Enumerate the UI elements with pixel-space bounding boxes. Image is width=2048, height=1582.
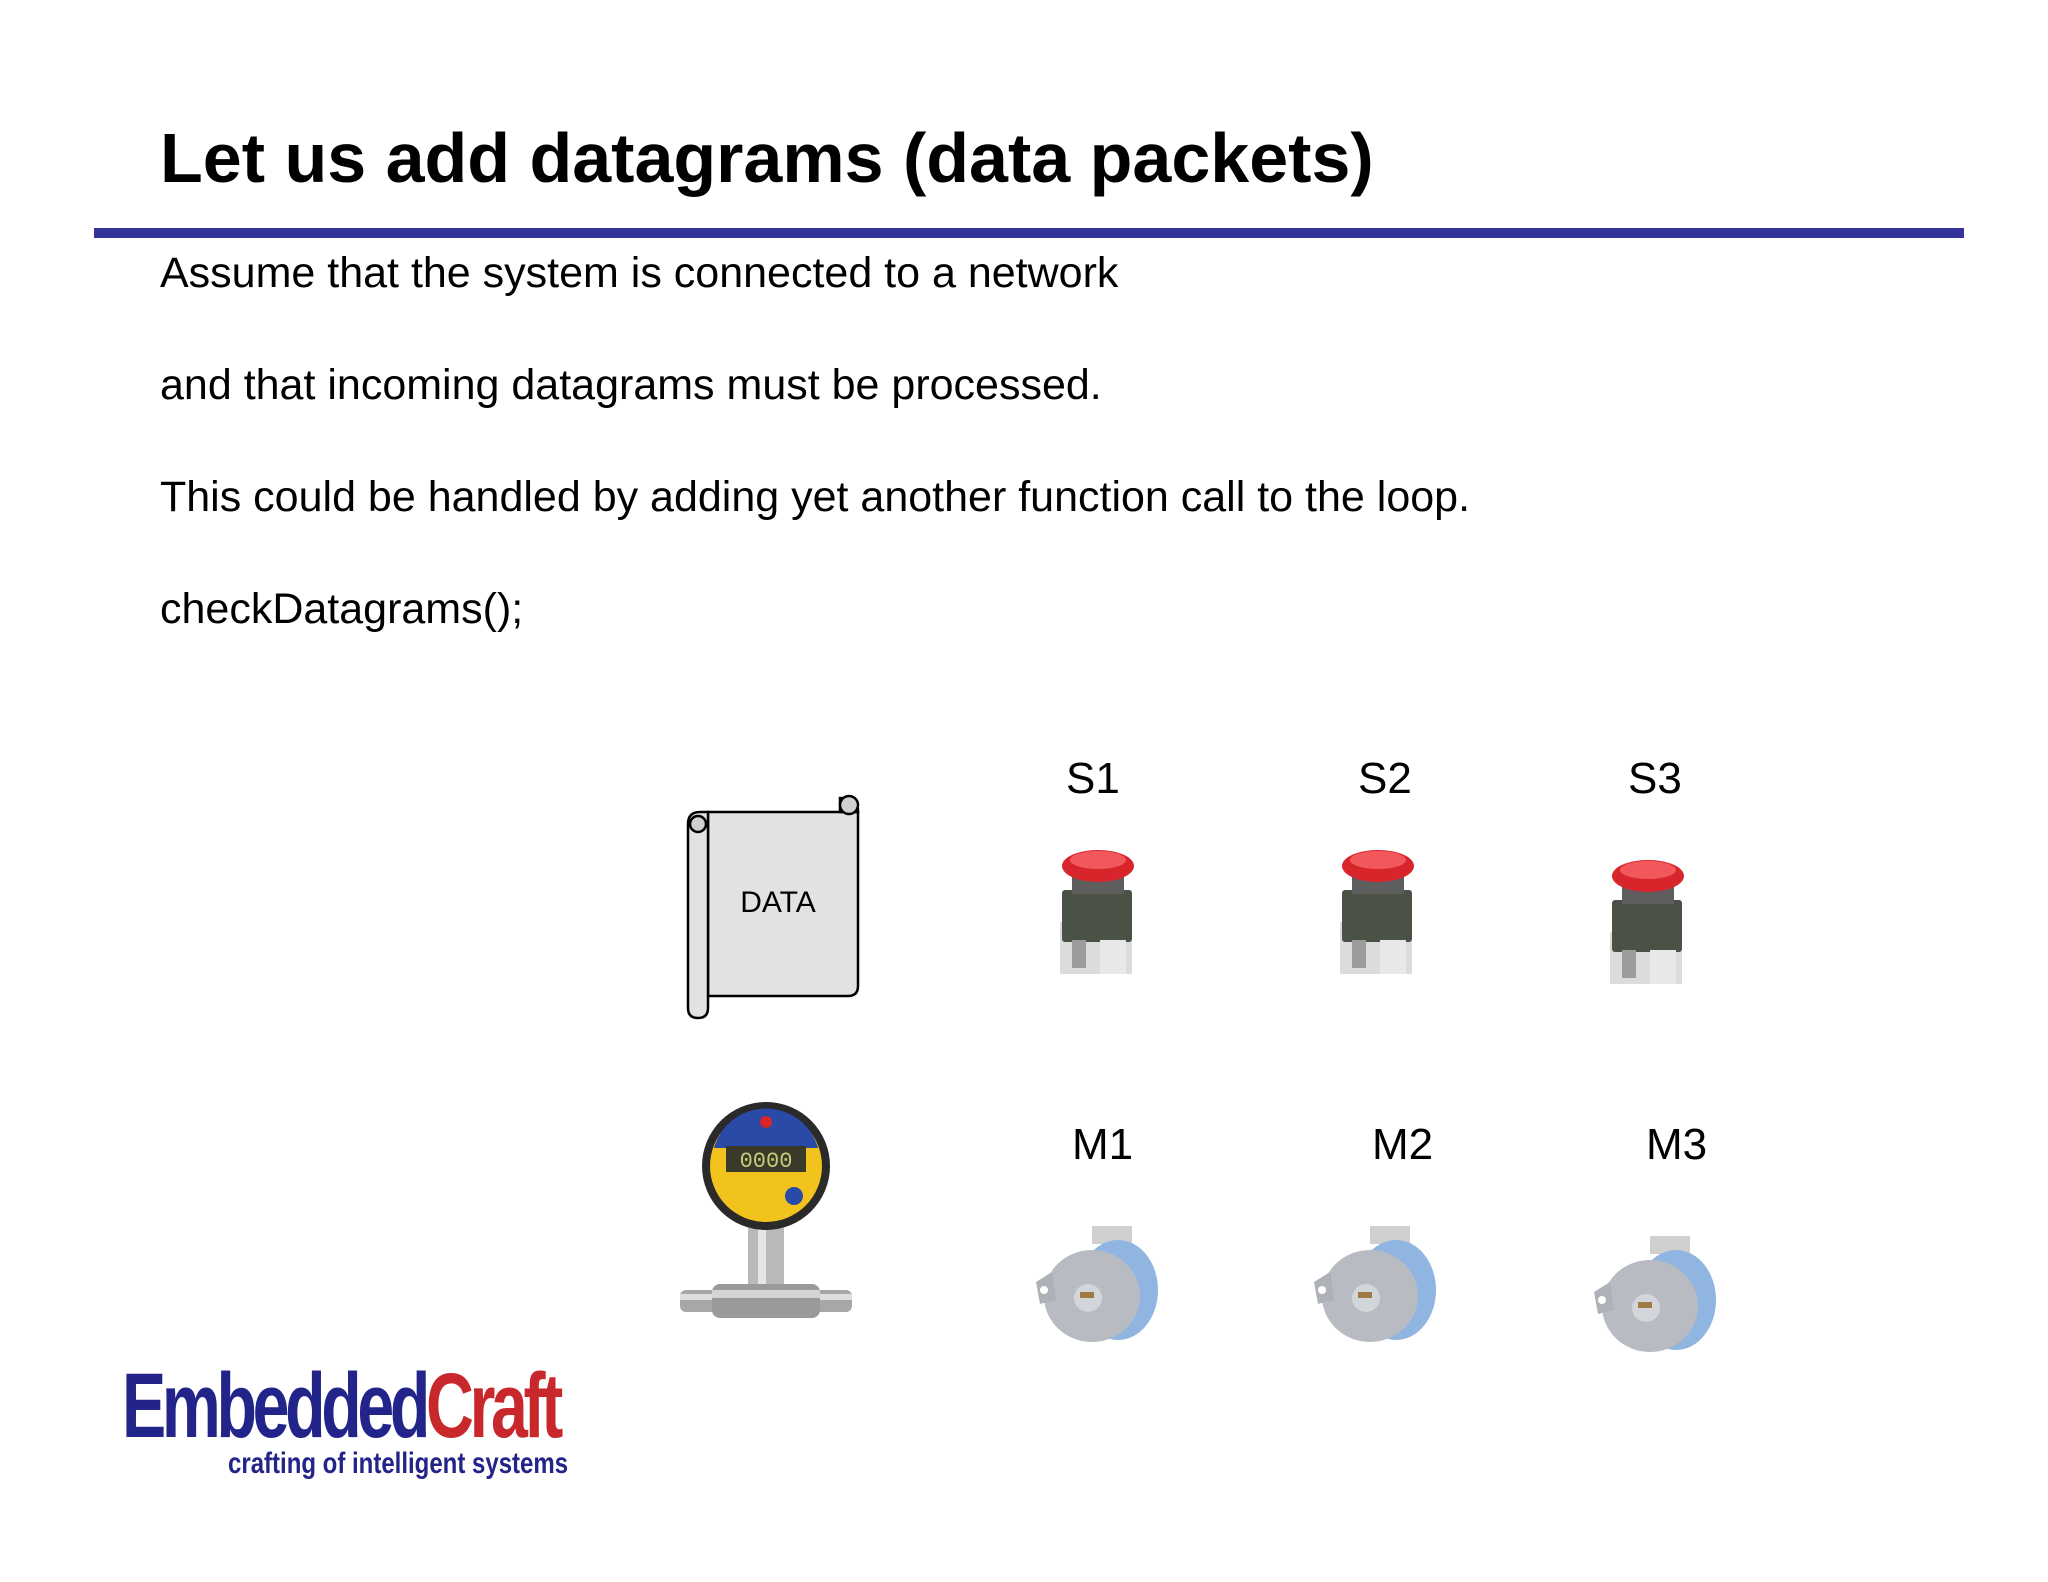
gauge-display: 0000 bbox=[740, 1149, 793, 1174]
logo-part-embedded: Embedded bbox=[122, 1355, 430, 1457]
logo-part-craft: Craft bbox=[426, 1355, 563, 1457]
motor-label-m3: M3 bbox=[1646, 1120, 1708, 1169]
logo-tagline: crafting of intelligent systems bbox=[228, 1447, 569, 1480]
switch-s1-icon bbox=[1060, 850, 1134, 974]
pressure-gauge-icon: 0000 bbox=[680, 1102, 852, 1318]
body-line-2: and that incoming datagrams must be proc… bbox=[160, 361, 1102, 409]
switch-s2-icon bbox=[1340, 850, 1414, 974]
switch-s3-icon bbox=[1610, 860, 1684, 984]
motor-label-m1: M1 bbox=[1072, 1120, 1134, 1169]
motor-m1-icon bbox=[1036, 1226, 1158, 1342]
embeddedcraft-logo: EmbeddedCraft bbox=[122, 1355, 563, 1457]
switch-label-s2: S2 bbox=[1358, 754, 1412, 803]
body-line-1: Assume that the system is connected to a… bbox=[160, 249, 1119, 297]
data-scroll-label: DATA bbox=[740, 886, 816, 919]
slide-title: Let us add datagrams (data packets) bbox=[160, 119, 1374, 197]
motor-label-m2: M2 bbox=[1372, 1120, 1434, 1169]
body-line-3: This could be handled by adding yet anot… bbox=[160, 473, 1471, 521]
data-scroll-icon: DATA bbox=[686, 794, 860, 1020]
motor-m3-icon bbox=[1594, 1236, 1716, 1352]
body-line-4: checkDatagrams(); bbox=[160, 585, 524, 633]
switch-label-s3: S3 bbox=[1628, 754, 1682, 803]
motor-m2-icon bbox=[1314, 1226, 1436, 1342]
switch-label-s1: S1 bbox=[1066, 754, 1120, 803]
title-divider bbox=[94, 228, 1964, 238]
